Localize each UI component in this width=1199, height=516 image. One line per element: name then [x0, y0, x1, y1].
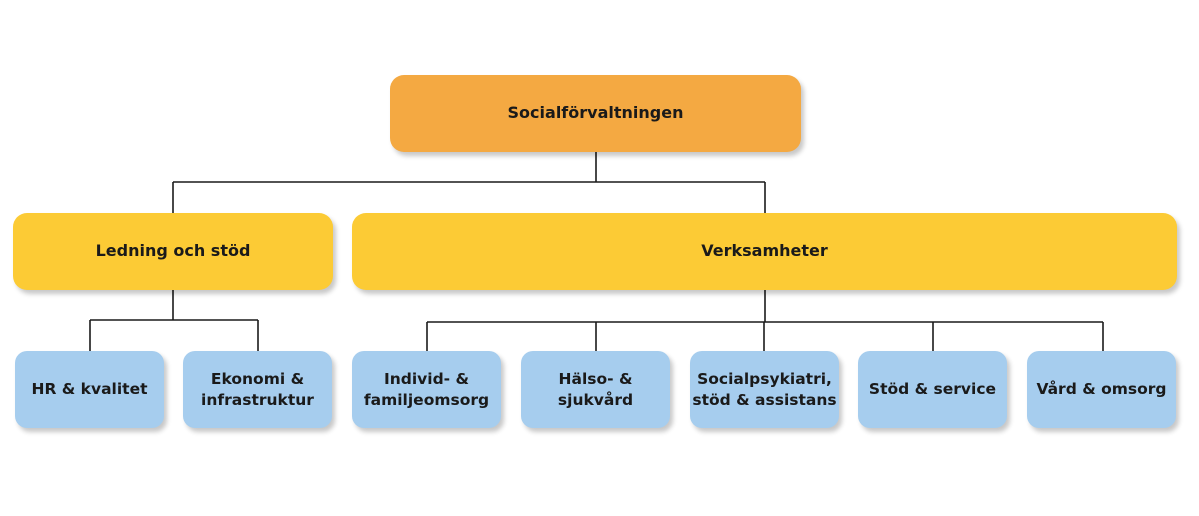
unit-label: Individ- & familjeomsorg — [363, 370, 490, 409]
unit-box-vard-omsorg: Vård & omsorg — [1027, 351, 1176, 428]
root-label: Socialförvaltningen — [507, 103, 684, 123]
group-box-verksamheter: Verksamheter — [352, 213, 1177, 290]
unit-label: Socialpsykiatri, stöd & assistans — [692, 370, 837, 409]
unit-label: Hälso- & sjukvård — [557, 370, 634, 409]
group-label: Ledning och stöd — [95, 241, 251, 261]
root-box: Socialförvaltningen — [390, 75, 801, 152]
group-box-ledning-och-stod: Ledning och stöd — [13, 213, 333, 290]
unit-label: Ekonomi & infrastruktur — [201, 370, 314, 409]
unit-label: Stöd & service — [868, 380, 997, 399]
unit-box-individ-familjeomsorg: Individ- & familjeomsorg — [352, 351, 501, 428]
unit-box-hr-kvalitet: HR & kvalitet — [15, 351, 164, 428]
unit-box-ekonomi-infrastruktur: Ekonomi & infrastruktur — [183, 351, 332, 428]
unit-box-socialpsykiatri: Socialpsykiatri, stöd & assistans — [690, 351, 839, 428]
unit-label: HR & kvalitet — [31, 380, 148, 399]
unit-box-stod-service: Stöd & service — [858, 351, 1007, 428]
unit-label: Vård & omsorg — [1036, 380, 1167, 399]
group-label: Verksamheter — [701, 241, 828, 261]
unit-box-halso-sjukvard: Hälso- & sjukvård — [521, 351, 670, 428]
